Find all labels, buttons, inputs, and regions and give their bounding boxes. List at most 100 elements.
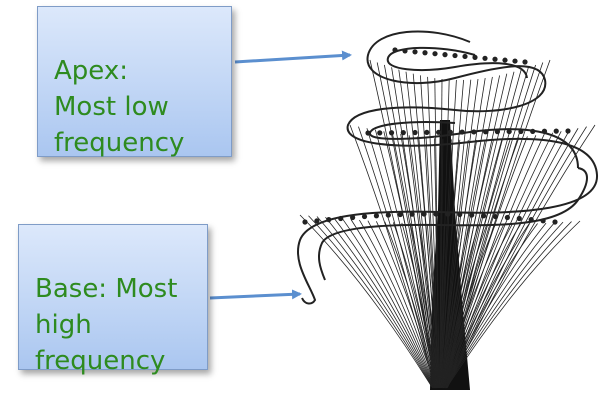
hair-cell-dot: [494, 129, 501, 135]
nerve-fiber: [440, 139, 478, 389]
nerve-fiber: [443, 223, 530, 389]
nerve-fiber: [316, 216, 434, 389]
spiral-middle-turn: [346, 106, 599, 214]
hair-cell-dot: [442, 52, 448, 58]
nerve-fiber: [441, 224, 479, 389]
hair-cell-dot: [480, 213, 487, 219]
nerve-fiber: [445, 221, 564, 389]
hair-cell-dot: [565, 128, 571, 134]
hair-cell-dot: [388, 130, 395, 136]
hair-cell-dot: [552, 219, 558, 225]
nerve-fiber: [401, 222, 438, 389]
nerve-fiber: [444, 222, 555, 389]
nerve-fiber: [442, 224, 504, 389]
nerve-fiber: [444, 223, 538, 389]
hair-cell-dot: [506, 128, 512, 135]
nerve-fiber: [392, 222, 438, 389]
apex-label: Apex: Most low frequency: [54, 56, 185, 158]
nerve-fiber: [443, 224, 521, 389]
nerve-fiber: [444, 133, 545, 389]
nerve-fiber: [342, 218, 435, 389]
hair-cell-dot: [338, 215, 344, 222]
hair-cell-dot: [392, 47, 398, 53]
hair-cell-dot: [502, 57, 508, 63]
hair-cell-dot: [469, 212, 475, 218]
nerve-fiber: [325, 216, 435, 389]
nerve-fiber: [426, 224, 440, 389]
hair-cell-dot: [421, 211, 427, 217]
spiral-lower-turn: [297, 210, 441, 305]
hair-cell-dot: [528, 217, 534, 223]
base-callout: Base: Most high frequency: [18, 224, 208, 376]
nerve-fiber: [439, 224, 454, 389]
hair-cell-dot: [302, 219, 308, 225]
hair-cell-dot: [504, 214, 510, 221]
nerve-fiber: [427, 76, 440, 389]
nerve-fiber: [308, 215, 434, 389]
nerve-fiber: [418, 223, 439, 389]
cochlea-spiral: [297, 30, 599, 305]
hair-cell-dot: [447, 129, 453, 135]
hair-cell-dot: [385, 212, 391, 218]
nerve-fiber: [444, 222, 547, 389]
base-label: Base: Most high frequency: [35, 274, 178, 376]
nerve-fiber: [445, 221, 572, 389]
nerve-fiber: [349, 124, 436, 389]
hair-cell-dot: [452, 52, 458, 59]
hair-cell-dot: [522, 59, 528, 65]
nerve-fiber: [441, 224, 496, 389]
right-arrow-icon: [234, 50, 352, 64]
nerve-fiber: [384, 221, 438, 389]
hair-cell-dot: [483, 129, 489, 135]
nerve-fiber: [439, 224, 445, 389]
hair-cell-dot: [457, 211, 463, 218]
nerve-fiber: [443, 137, 520, 389]
hair-cell-dot: [435, 129, 442, 135]
hair-cell-dot: [540, 218, 546, 224]
nerve-fiber: [440, 224, 462, 389]
hair-cell-dot: [512, 58, 518, 64]
nerve-fiber: [441, 224, 488, 389]
nerve-fiber: [391, 132, 438, 389]
nerve-bundle: [299, 59, 596, 390]
hair-cell-dot: [459, 129, 465, 135]
nerve-fiber: [435, 224, 440, 389]
hair-cell-dot: [412, 129, 418, 136]
hair-cell-dot: [412, 49, 418, 55]
hair-cell-dot: [492, 56, 498, 62]
hair-cell-dot: [373, 213, 380, 219]
hair-cell-dot: [553, 128, 559, 134]
hair-cell-dot: [409, 211, 415, 217]
hair-cell-dot: [422, 50, 428, 56]
nerve-fiber: [441, 78, 479, 389]
nerve-fiber: [442, 224, 513, 389]
nerve-fiber: [417, 136, 439, 389]
hair-cell-dot: [432, 51, 438, 57]
hair-cell-dot: [365, 130, 371, 136]
nerve-fiber: [376, 221, 437, 389]
nerve-fiber: [441, 139, 495, 389]
hair-cell-dot: [326, 217, 332, 223]
nerve-fiber: [333, 217, 435, 389]
nerve-fiber: [412, 73, 439, 389]
nerve-fiber: [446, 128, 579, 389]
hair-cell-dot: [472, 54, 478, 60]
nerve-fiber: [299, 214, 433, 389]
hair-cell-dot: [471, 129, 477, 135]
hair-cell-dot: [402, 48, 408, 54]
nerve-fiber: [409, 223, 439, 389]
nerve-fiber: [439, 139, 452, 389]
hair-cell-dot: [433, 211, 439, 217]
nerve-fiber: [439, 138, 444, 389]
nerve-fiber: [383, 131, 438, 389]
hair-cell-dot: [400, 130, 406, 136]
hair-cell-dot: [462, 53, 468, 60]
nerve-fiber: [439, 79, 450, 389]
hair-cell-dot: [424, 129, 430, 136]
hair-cell-dots: [302, 47, 571, 225]
spiral-top-turn: [366, 30, 547, 113]
hair-cell-dot: [397, 211, 403, 218]
nerve-fiber: [440, 224, 471, 389]
nerve-fiber: [439, 79, 457, 389]
